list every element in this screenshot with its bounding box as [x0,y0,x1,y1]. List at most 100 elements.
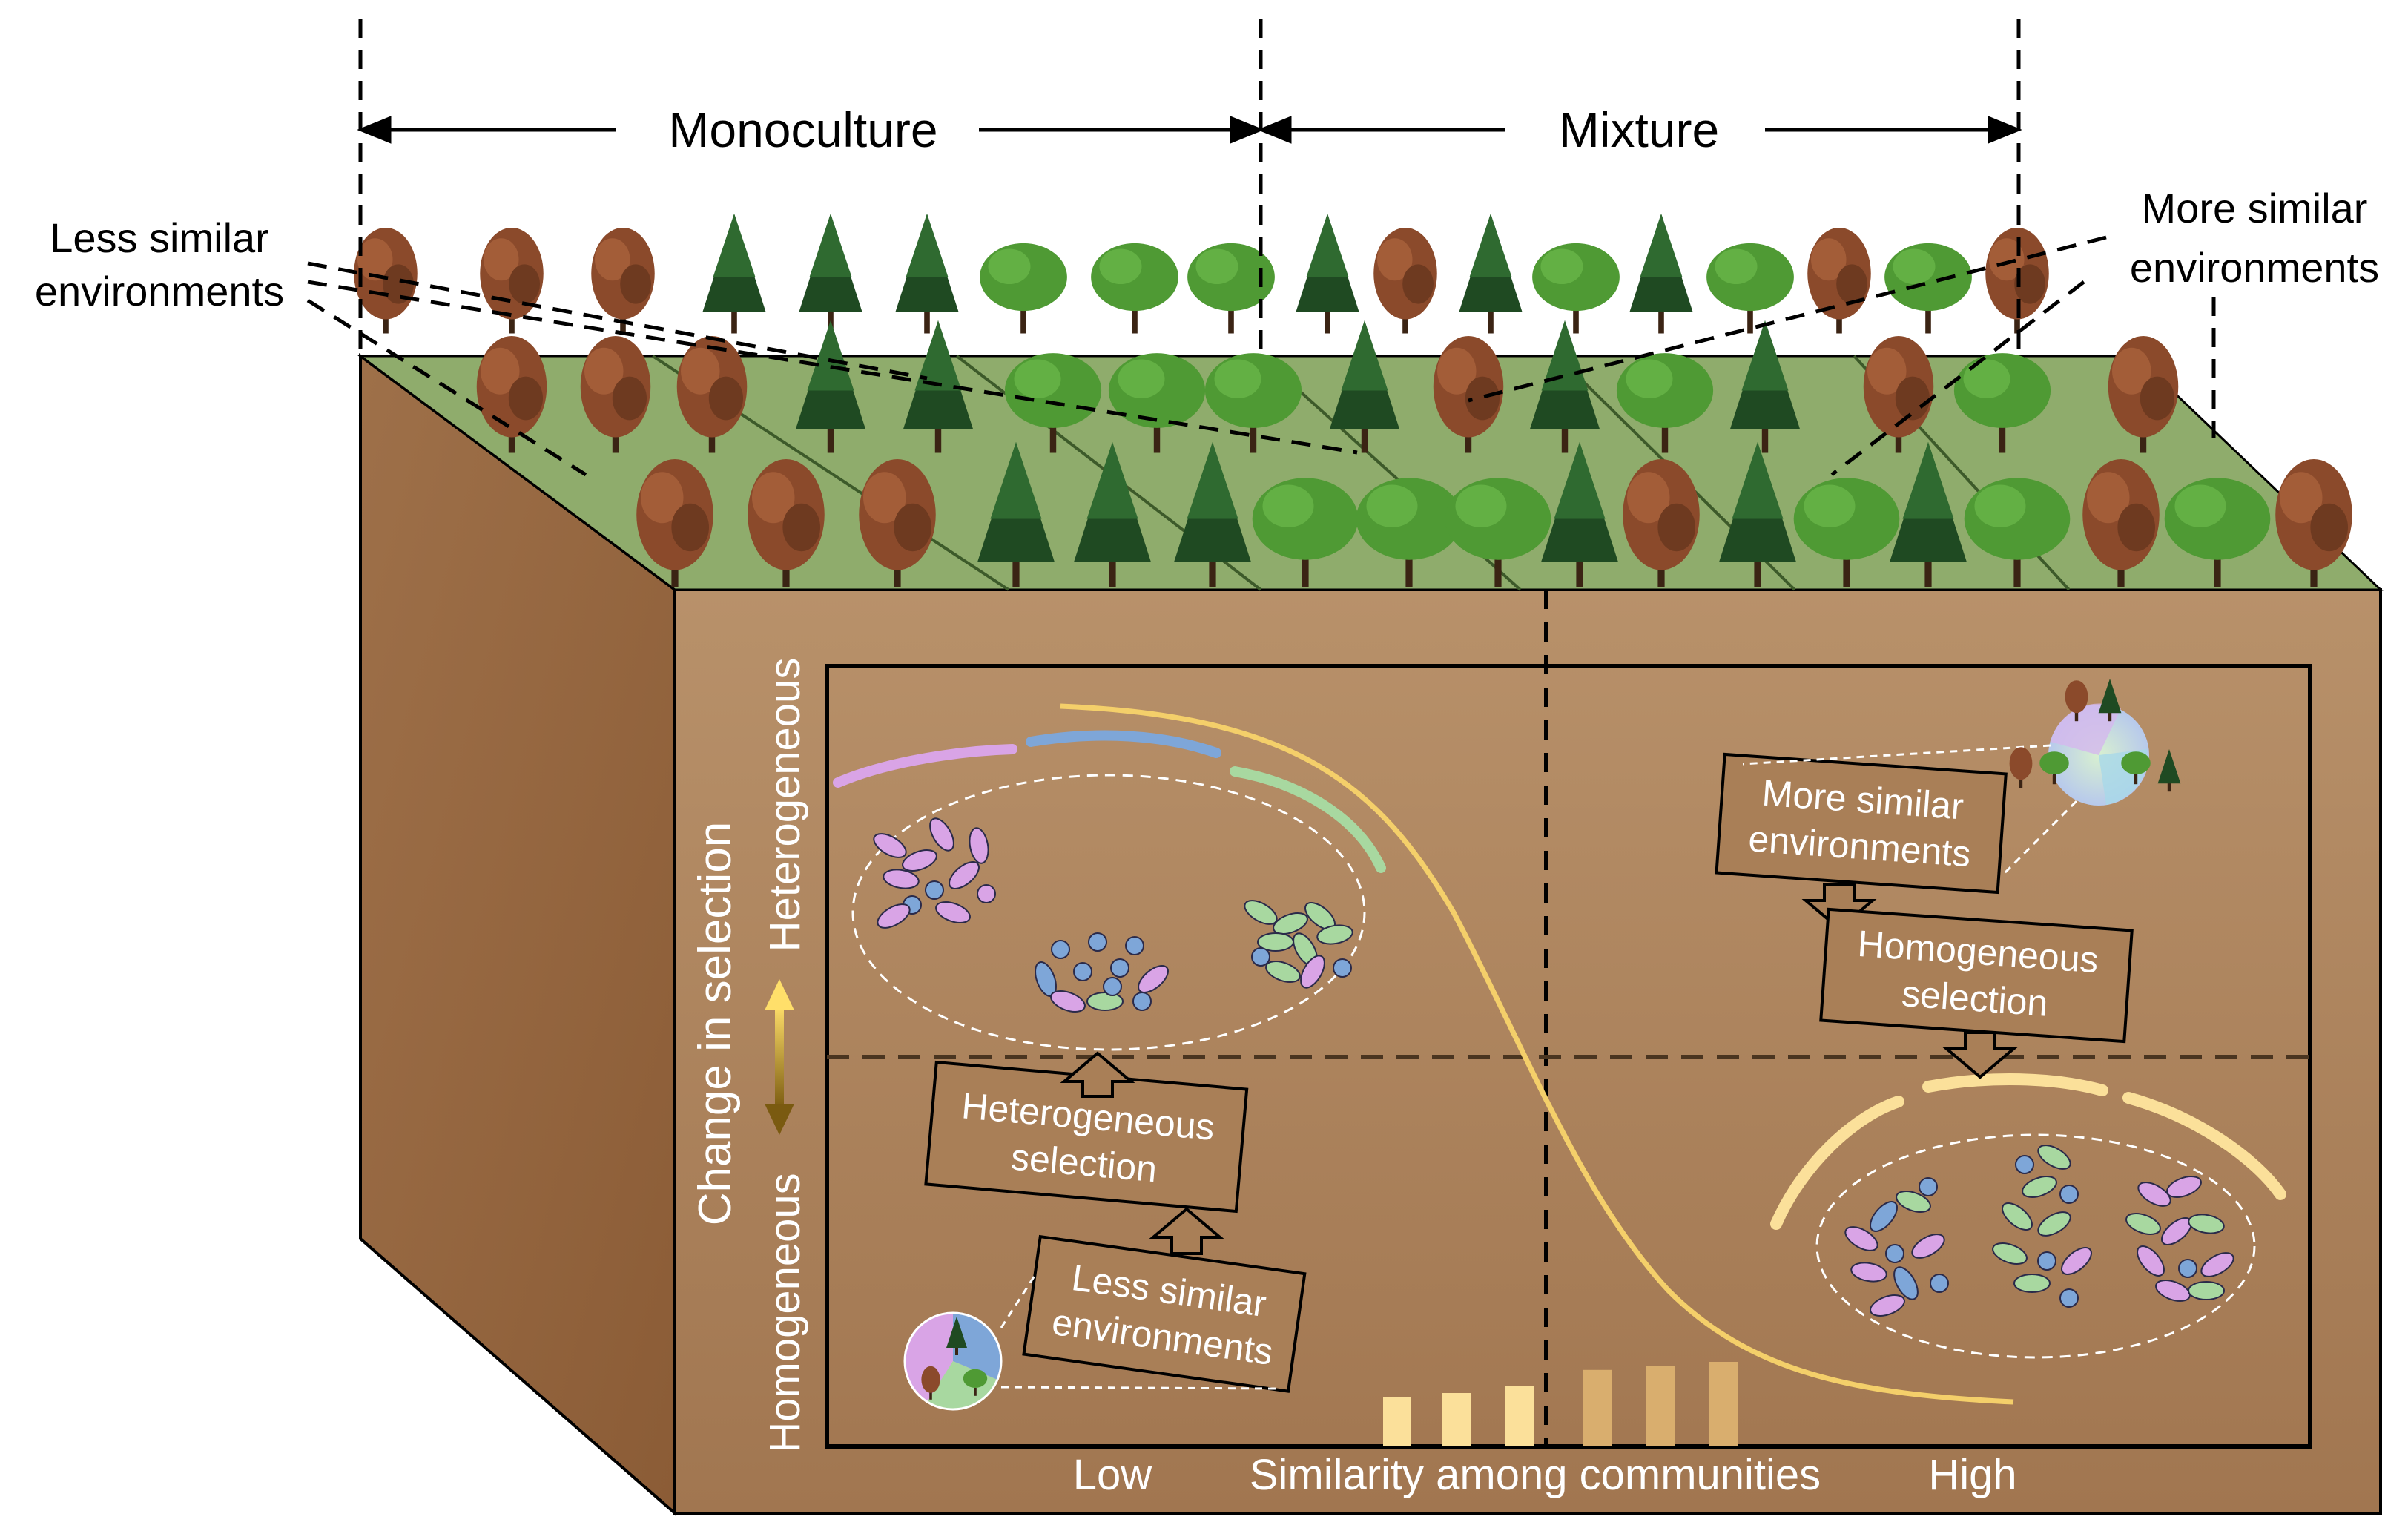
similarity-bar [1646,1366,1675,1446]
microbe-coccus [1110,958,1129,978]
microbe-coccus [1103,977,1122,996]
microbe-coccus [1088,932,1107,952]
broadleaf-tree [1532,243,1620,334]
left-env-label-line1: Less similar [50,214,269,261]
broadleaf-tree [1953,353,2051,453]
microbe-rod [969,827,989,864]
mini-brown-tree [2009,747,2033,780]
mini-broadleaf-tree [2121,751,2151,774]
microbe-rod [2188,1281,2225,1300]
microbe-coccus [2178,1259,2197,1278]
brown-tree [2108,336,2179,453]
microbe-coccus [1132,992,1152,1011]
microbe-rod [2002,1202,2033,1231]
microbe-rod [2155,1280,2191,1302]
mini-tree-icons [921,679,2181,1400]
monoculture-span-arrow [357,116,1264,144]
brown-tree [1863,336,1934,453]
conifer-tree [903,320,974,453]
similarity-bar [1583,1369,1612,1446]
microbe-rod [877,903,911,929]
microbe-rod [883,869,920,889]
mixture-label: Mixture [1559,102,1719,157]
mini-conifer-tree [2157,749,2181,784]
yellow-selection-arc-mid [1922,1073,2108,1096]
forest-trees [354,214,2352,587]
microbe-rod [2137,1182,2171,1207]
similarity-bars [1383,1362,1738,1446]
axis-bottom-title: Similarity among communities [1250,1451,1821,1499]
more-similar-env-box: More similar environments [1715,752,2008,895]
microbe-rod [2061,1247,2092,1275]
conifer-tree [1329,320,1400,453]
homo-selection-box: Homogeneous selection [1819,907,2134,1044]
brown-tree [676,336,748,453]
right-env-label-line1: More similar [2142,185,2368,231]
left-env-pointer-lines [306,261,1358,477]
mixture-span-arrow [1257,116,2022,144]
brown-tree [1807,228,1871,334]
conifer-tree [977,442,1055,587]
conifer-tree [1719,442,1796,587]
axis-bottom-low: Low [1073,1451,1153,1499]
similarity-bar [1383,1397,1411,1446]
broadleaf-tree [1793,478,1900,587]
microbe-rod [1870,1294,1905,1317]
mini-conifer-tree [946,1317,967,1348]
microbe-rod [1300,955,1325,989]
microbe-rod [2200,1252,2234,1277]
brown-tree [1373,228,1437,334]
selection-double-arrow [765,979,794,1135]
microbe-coccus [1251,947,1270,967]
conifer-tree [1541,442,1618,587]
microbe-rod [873,833,907,858]
microbe-rod [1316,924,1353,945]
microbe-coccus [1930,1274,1949,1293]
microbe-rod [1086,992,1124,1011]
mini-conifer-tree [2098,679,2122,714]
conifer-tree [895,214,959,334]
brown-tree [748,459,825,587]
microbe-rod [2137,1245,2165,1277]
broadleaf-tree [1616,353,1714,453]
microbe-rod [1893,1266,1919,1300]
microbe-rod [2188,1214,2225,1234]
microbe-rod [2166,1176,2202,1198]
right-env-label-line2: environments [2130,244,2379,291]
broadleaf-tree [1706,243,1794,334]
conifer-tree [1074,442,1151,587]
brown-tree [2082,459,2160,587]
conifer-tree [1174,442,1251,587]
microbe-rod [902,849,937,872]
microbe-rod [2013,1274,2051,1293]
brown-tree [591,228,655,334]
homo-community-ellipse [1770,1073,2286,1359]
microbe-rod [2037,1211,2071,1237]
microbe-coccus [2015,1155,2034,1174]
broadleaf-tree [1187,243,1275,334]
conifer-tree [1459,214,1523,334]
hetero-community-ellipse [833,730,1386,1051]
mini-brown-tree [921,1366,940,1393]
homo-selection-text-2: selection [1900,972,2049,1024]
monoculture-label: Monoculture [668,102,937,157]
yellow-selection-arc-right [2122,1092,2286,1200]
microbe-rod [1138,965,1169,993]
right-env-pointer-lines [1468,235,2216,476]
microbe-coccus [1073,962,1092,981]
brown-tree [859,459,936,587]
similarity-bar [1709,1362,1738,1446]
microbe-rod [1870,1201,1898,1232]
top-dimension-lines [358,19,2021,349]
microbe-coccus [1125,936,1144,955]
broadleaf-tree [1964,478,2071,587]
broadleaf-tree [1108,353,1206,453]
broadleaf-tree [1004,353,1102,453]
microbe-rod [1844,1226,1878,1251]
broadleaf-tree [2164,478,2271,587]
microbe-coccus [1885,1244,1904,1263]
broadleaf-tree [1884,243,1972,334]
microbe-rod [1050,990,1086,1013]
microbe-rod [935,901,971,923]
microbe-rod [1850,1262,1887,1283]
